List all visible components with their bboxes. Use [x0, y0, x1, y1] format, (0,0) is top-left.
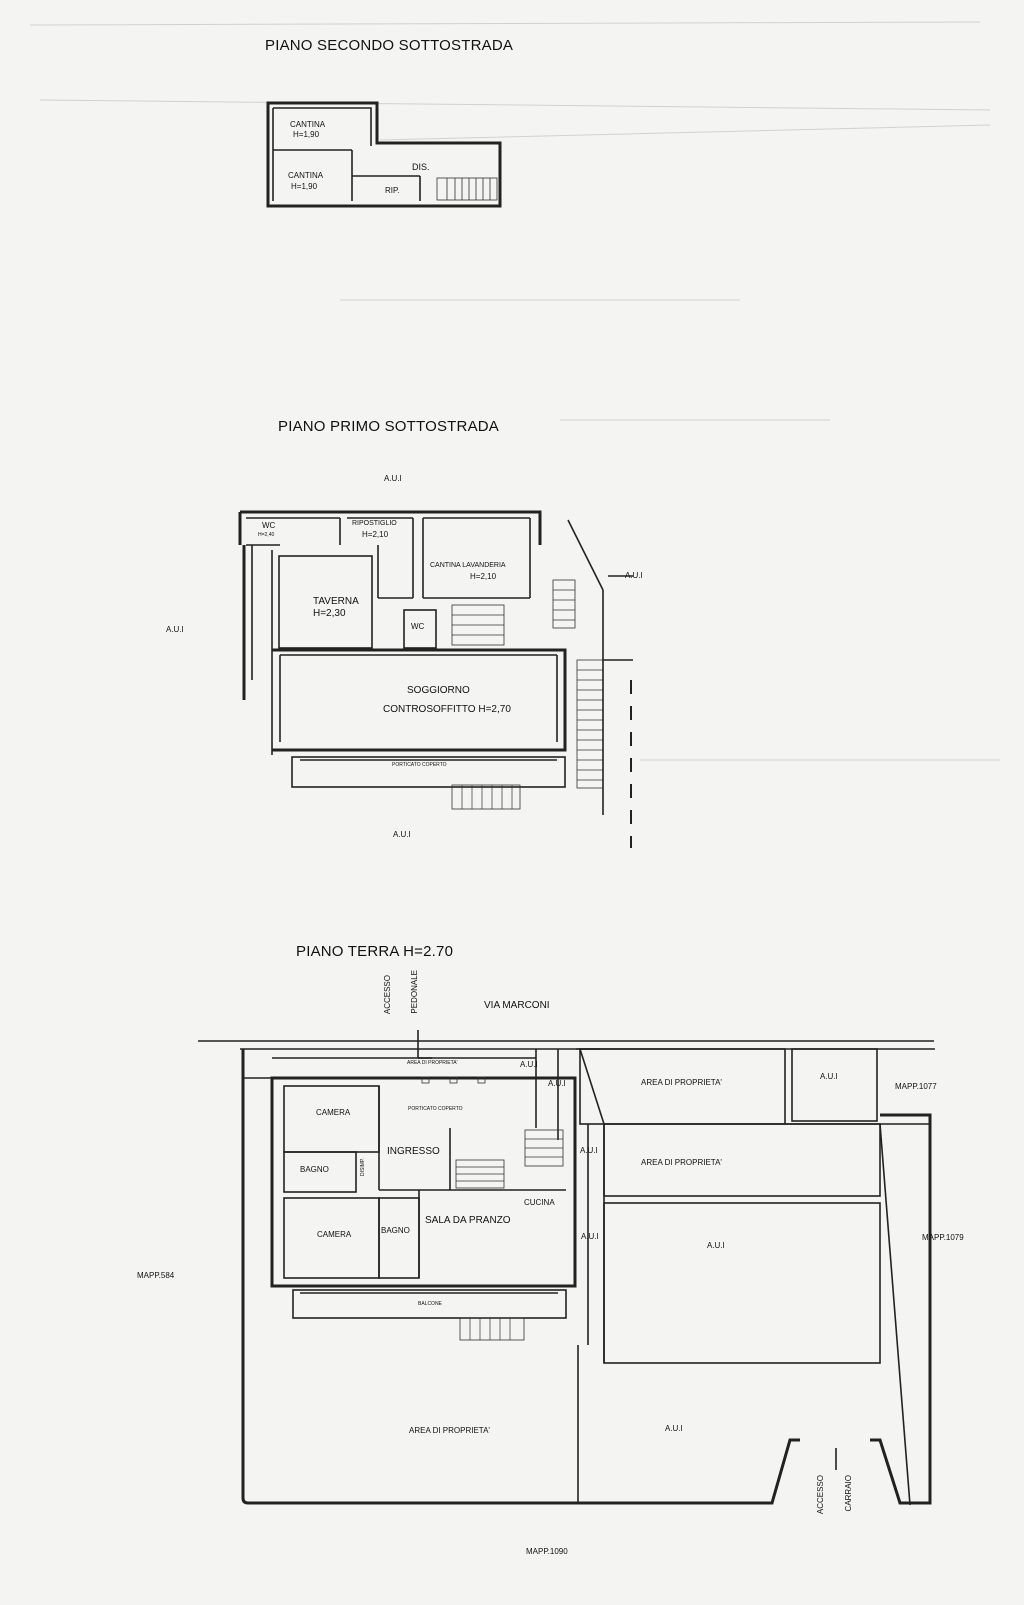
room-cucina: CUCINA: [524, 1198, 555, 1207]
street-via-marconi: VIA MARCONI: [484, 1000, 550, 1011]
scan-artifacts: [29, 21, 1000, 761]
room-disimp: DISIMP.: [360, 1158, 366, 1176]
first-basement-plan: [238, 510, 633, 848]
label-accesso-carraio-2: CARRAIO: [844, 1475, 853, 1512]
label-mapp-1090: MAPP.1090: [526, 1547, 568, 1556]
room-dis: DIS.: [412, 162, 430, 172]
room-cantina-lavanderia: CANTINA LAVANDERIA: [430, 562, 506, 569]
room-bagno-left: BAGNO: [300, 1165, 329, 1174]
room-porticato: PORTICATO COPERTO: [392, 762, 447, 768]
room-taverna: TAVERNA: [313, 596, 359, 607]
ground-floor-plan: [198, 1030, 935, 1506]
room-wc-mid: WC: [411, 622, 425, 631]
room-sala-da-pranzo: SALA DA PRANZO: [425, 1215, 511, 1226]
title-first-basement: PIANO PRIMO SOTTOSTRADA: [278, 418, 500, 435]
label-balcone: BALCONE: [418, 1301, 442, 1307]
room-cantina-top-height: H=1,90: [293, 130, 320, 139]
label-mapp-584: MAPP.584: [137, 1271, 175, 1280]
room-cantina-top: CANTINA: [290, 120, 326, 129]
label-mapp-1079: MAPP.1079: [922, 1233, 964, 1242]
room-ingresso: INGRESSO: [387, 1146, 440, 1157]
room-rip: RIP.: [385, 186, 400, 195]
label-aui-6: A.U.I: [707, 1241, 725, 1250]
room-ripostiglio: RIPOSTIGLIO: [352, 520, 397, 527]
label-aui-2: A.U.I: [548, 1079, 566, 1088]
title-ground-floor: PIANO TERRA H=2.70: [296, 943, 454, 960]
label-area-proprieta-small: AREA DI PROPRIETA': [407, 1060, 458, 1066]
room-wc-top-height: H=2,40: [258, 532, 275, 538]
label-aui-bottom: A.U.I: [393, 830, 411, 839]
room-cantina-bottom: CANTINA: [288, 171, 324, 180]
room-wc-top: WC: [262, 521, 276, 530]
label-aui-top: A.U.I: [384, 474, 402, 483]
label-area-proprieta-2: AREA DI PROPRIETA': [641, 1158, 722, 1167]
label-aui-3: A.U.I: [580, 1146, 598, 1155]
room-cantina-lavanderia-height: H=2,10: [470, 572, 497, 581]
label-aui-left: A.U.I: [166, 625, 184, 634]
room-soggiorno: SOGGIORNO: [407, 685, 470, 696]
label-accesso: ACCESSO: [383, 975, 392, 1015]
label-pedonale: PEDONALE: [410, 970, 419, 1014]
room-controsoffitto: CONTROSOFFITTO H=2,70: [383, 704, 511, 715]
room-taverna-height: H=2,30: [313, 608, 346, 619]
title-second-basement: PIANO SECONDO SOTTOSTRADA: [265, 37, 514, 54]
label-porticato-coperto: PORTICATO COPERTO: [408, 1106, 463, 1112]
room-camera-bottom: CAMERA: [317, 1230, 352, 1239]
label-aui-4: A.U.I: [581, 1232, 599, 1241]
label-accesso-carraio-1: ACCESSO: [816, 1475, 825, 1515]
label-aui-7: A.U.I: [665, 1424, 683, 1433]
label-aui-1: A.U.I: [520, 1060, 538, 1069]
second-basement-plan: [266, 101, 502, 208]
room-camera-top: CAMERA: [316, 1108, 351, 1117]
label-area-proprieta-1: AREA DI PROPRIETA': [641, 1078, 722, 1087]
label-aui-right: A.U.I: [625, 571, 643, 580]
room-cantina-bottom-height: H=1,90: [291, 182, 318, 191]
label-area-proprieta-3: AREA DI PROPRIETA': [409, 1426, 490, 1435]
label-mapp-1077: MAPP.1077: [895, 1082, 937, 1091]
label-aui-5: A.U.I: [820, 1072, 838, 1081]
room-bagno-mid: BAGNO: [381, 1226, 410, 1235]
room-ripostiglio-height: H=2,10: [362, 530, 389, 539]
